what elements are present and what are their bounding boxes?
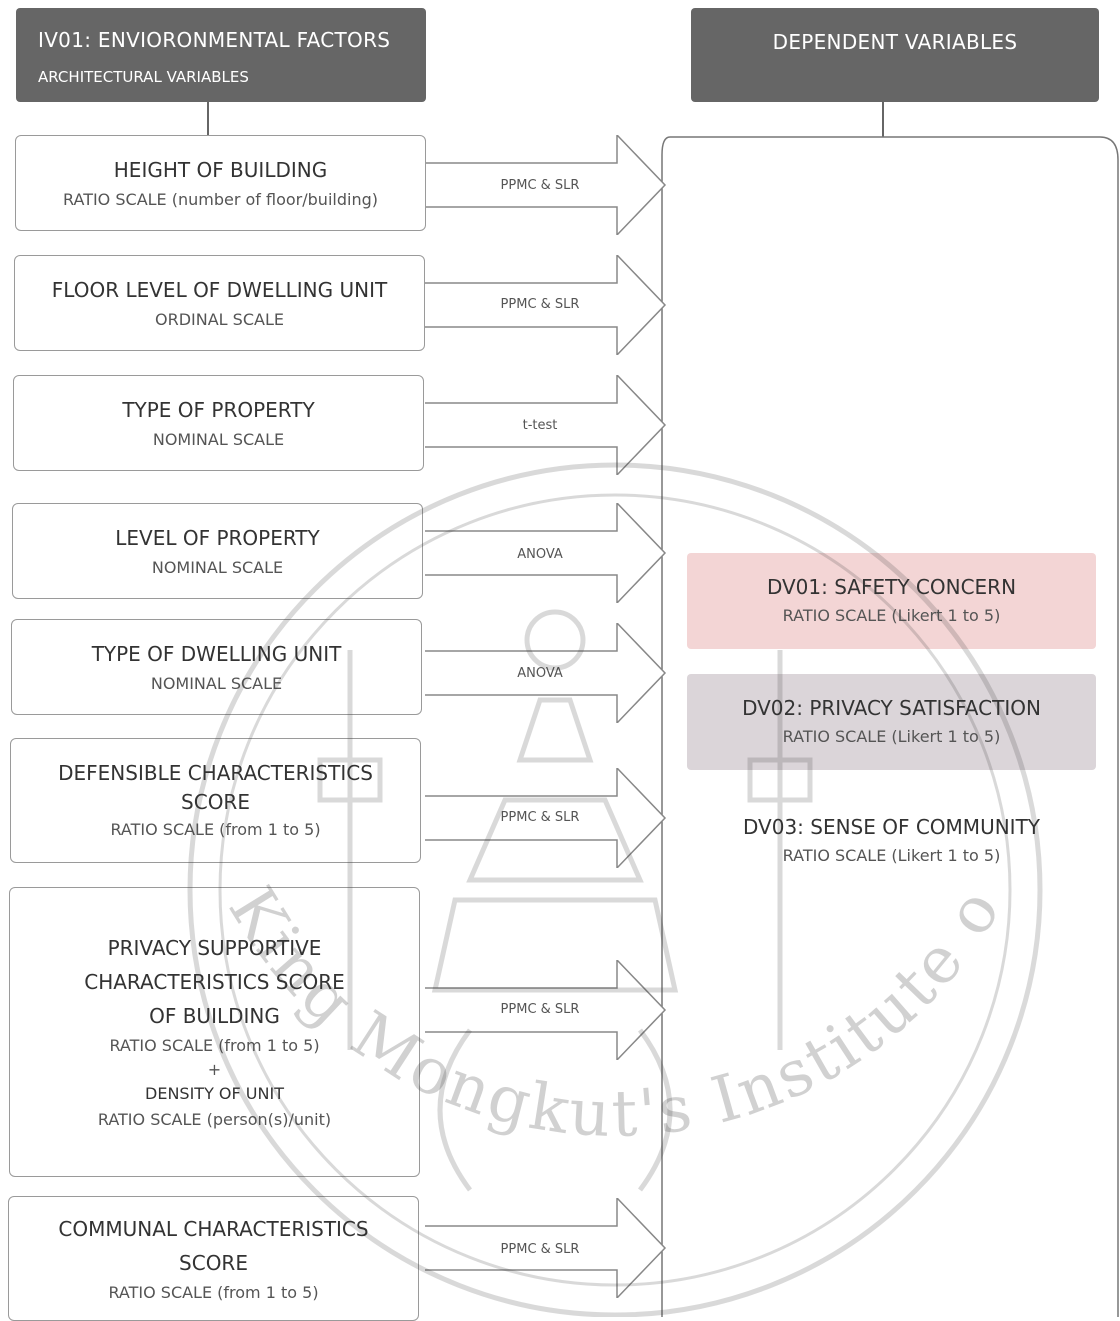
iv-scale: ORDINAL SCALE xyxy=(155,310,284,329)
iv-defensible-characteristics: DEFENSIBLE CHARACTERISTICS SCORE RATIO S… xyxy=(10,738,421,863)
iv-height-of-building: HEIGHT OF BUILDING RATIO SCALE (number o… xyxy=(15,135,426,231)
iv-title: TYPE OF DWELLING UNIT xyxy=(91,642,342,666)
iv-title-line2: CHARACTERISTICS SCORE xyxy=(84,970,345,994)
iv-scale: RATIO SCALE (from 1 to 5) xyxy=(109,1036,320,1055)
dv-sense-of-community: DV03: SENSE OF COMMUNITY RATIO SCALE (Li… xyxy=(687,793,1096,889)
iv-title-line1: COMMUNAL CHARACTERISTICS xyxy=(58,1216,369,1241)
arrow-2 xyxy=(425,255,667,355)
iv-title: FLOOR LEVEL OF DWELLING UNIT xyxy=(51,278,388,302)
iv-type-of-property: TYPE OF PROPERTY NOMINAL SCALE xyxy=(13,375,424,471)
arrow-label-3: t-test xyxy=(522,418,558,433)
iv-scale: RATIO SCALE (from 1 to 5) xyxy=(108,1282,319,1302)
arrow-label-8: PPMC & SLR xyxy=(500,1242,580,1257)
arrow-label-4: ANOVA xyxy=(517,547,563,562)
iv-title-line2: SCORE xyxy=(181,789,250,814)
iv-scale-density: RATIO SCALE (person(s)/unit) xyxy=(97,1110,332,1129)
dv-safety-concern: DV01: SAFETY CONCERN RATIO SCALE (Likert… xyxy=(687,553,1096,649)
arrow-4 xyxy=(425,503,667,603)
arrow-1 xyxy=(425,135,667,235)
arrow-label-2: PPMC & SLR xyxy=(500,297,580,312)
iv-scale: RATIO SCALE (number of floor/building) xyxy=(63,190,378,209)
dv-privacy-satisfaction: DV02: PRIVACY SATISFACTION RATIO SCALE (… xyxy=(687,674,1096,770)
iv-communal-characteristics: COMMUNAL CHARACTERISTICS SCORE RATIO SCA… xyxy=(8,1196,419,1321)
independent-header-title: IV01: ENVIORONMENTAL FACTORS xyxy=(38,28,391,52)
dv-title: DV03: SENSE OF COMMUNITY xyxy=(742,815,1040,839)
plus-sign: + xyxy=(207,1060,222,1079)
arrow-3 xyxy=(425,375,667,475)
iv-title-line3: OF BUILDING xyxy=(149,1004,280,1028)
independent-header: IV01: ENVIORONMENTAL FACTORS ARCHITECTUR… xyxy=(16,8,426,102)
iv-title-line1: PRIVACY SUPPORTIVE xyxy=(107,936,322,960)
dependent-header-title: DEPENDENT VARIABLES xyxy=(772,30,1018,54)
independent-header-subtitle: ARCHITECTURAL VARIABLES xyxy=(38,68,249,86)
iv-title: LEVEL OF PROPERTY xyxy=(115,526,320,550)
arrow-8 xyxy=(425,1198,667,1298)
iv-type-of-dwelling-unit: TYPE OF DWELLING UNIT NOMINAL SCALE xyxy=(11,619,422,715)
dv-scale: RATIO SCALE (Likert 1 to 5) xyxy=(782,846,1001,865)
arrow-label-7: PPMC & SLR xyxy=(500,1002,580,1017)
dv-title: DV01: SAFETY CONCERN xyxy=(766,575,1017,599)
arrow-label-6: PPMC & SLR xyxy=(500,810,580,825)
iv-title: TYPE OF PROPERTY xyxy=(122,398,315,422)
dv-scale: RATIO SCALE (Likert 1 to 5) xyxy=(782,727,1001,746)
arrow-label-1: PPMC & SLR xyxy=(500,178,580,193)
iv-floor-level: FLOOR LEVEL OF DWELLING UNIT ORDINAL SCA… xyxy=(14,255,425,351)
arrow-6 xyxy=(425,768,667,868)
dependent-header: DEPENDENT VARIABLES xyxy=(691,8,1099,102)
arrow-5 xyxy=(425,623,667,723)
iv-title: HEIGHT OF BUILDING xyxy=(113,158,328,182)
iv-scale: RATIO SCALE (from 1 to 5) xyxy=(110,819,321,839)
arrow-label-5: ANOVA xyxy=(517,666,563,681)
dv-title: DV02: PRIVACY SATISFACTION xyxy=(742,696,1041,720)
iv-title-line2: SCORE xyxy=(179,1250,248,1275)
iv-title-density: DENSITY OF UNIT xyxy=(145,1084,284,1103)
iv-privacy-supportive: PRIVACY SUPPORTIVE CHARACTERISTICS SCORE… xyxy=(9,887,420,1177)
dependent-frame xyxy=(670,136,1119,1317)
arrow-7 xyxy=(425,960,667,1060)
dv-scale: RATIO SCALE (Likert 1 to 5) xyxy=(782,606,1001,625)
iv-title-line1: DEFENSIBLE CHARACTERISTICS xyxy=(58,760,373,785)
iv-scale: NOMINAL SCALE xyxy=(152,430,285,449)
iv-scale: NOMINAL SCALE xyxy=(150,674,283,693)
iv-level-of-property: LEVEL OF PROPERTY NOMINAL SCALE xyxy=(12,503,423,599)
iv-scale: NOMINAL SCALE xyxy=(151,558,284,577)
